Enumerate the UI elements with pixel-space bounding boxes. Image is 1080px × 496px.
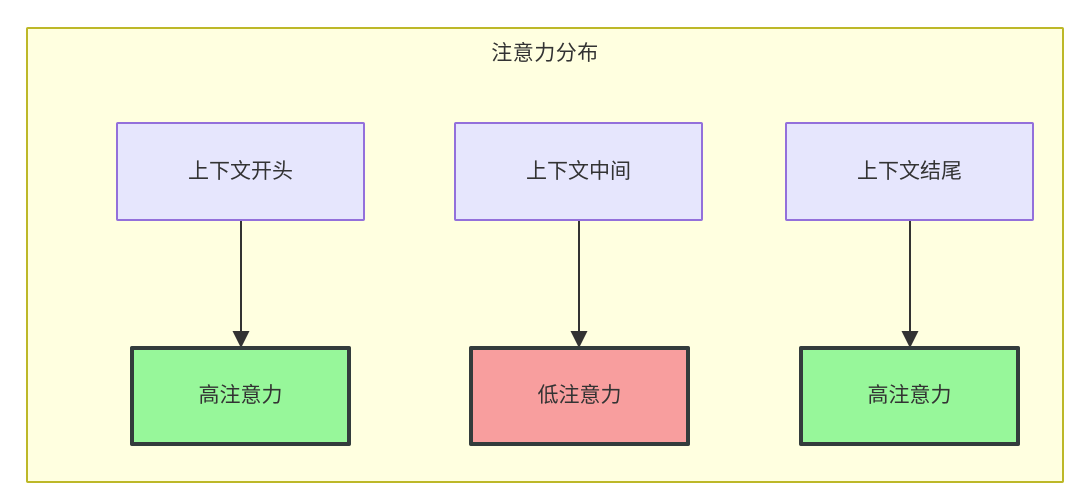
attention-distribution-subgraph: 注意力分布 上下文开头 上下文中间 上下文结尾 (26, 27, 1064, 483)
node-label: 低注意力 (537, 384, 622, 408)
edge-ctx-start-to-attn-high (228, 221, 254, 349)
node-label: 高注意力 (198, 384, 283, 408)
node-ctx-middle[interactable]: 上下文中间 (454, 122, 703, 221)
node-attn-high-start[interactable]: 高注意力 (130, 346, 351, 446)
node-attn-high-end[interactable]: 高注意力 (799, 346, 1020, 446)
edge-ctx-end-to-attn-high (897, 221, 923, 349)
arrowhead-down-icon (232, 331, 250, 348)
subgraph-title: 注意力分布 (491, 42, 599, 65)
node-ctx-start[interactable]: 上下文开头 (116, 122, 365, 221)
node-label: 高注意力 (867, 384, 952, 408)
node-label: 上下文开头 (188, 159, 293, 183)
node-ctx-end[interactable]: 上下文结尾 (785, 122, 1034, 221)
arrowhead-down-icon (901, 331, 919, 348)
node-attn-low-middle[interactable]: 低注意力 (469, 346, 690, 446)
arrowhead-down-icon (570, 331, 588, 348)
edge-ctx-middle-to-attn-low (566, 221, 592, 349)
node-label: 上下文结尾 (857, 159, 962, 183)
node-label: 上下文中间 (526, 159, 631, 183)
